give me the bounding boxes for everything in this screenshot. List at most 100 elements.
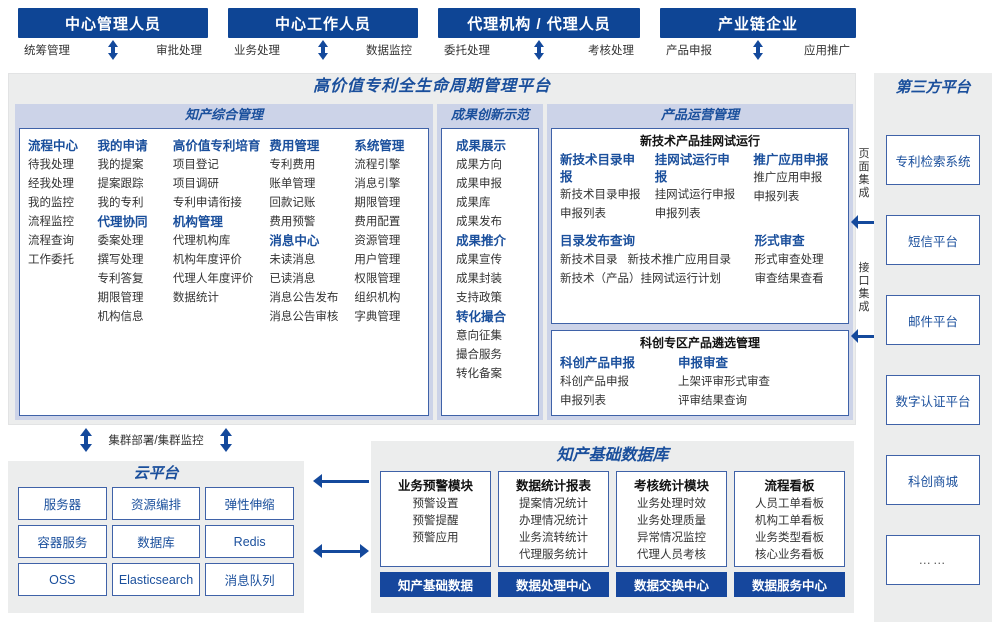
menu-head[interactable]: 系统管理 [354,139,405,153]
menu-item[interactable]: 我的专利 [97,197,144,209]
kdb-footer-button[interactable]: 知产基础数据 [380,572,491,597]
menu-item[interactable]: 挂网试运行申报 [654,189,736,201]
menu-head[interactable]: 转化撮合 [456,310,507,324]
menu-item[interactable]: 转化备案 [456,368,502,380]
menu-item[interactable]: 未读消息 [269,254,316,266]
menu-item[interactable]: 撰写处理 [97,254,144,266]
role-title-0[interactable]: 中心管理人员 [18,8,208,38]
menu-item[interactable]: 经我处理 [28,178,74,190]
menu-item[interactable]: 数据统计 [172,292,219,304]
cloud-service-autoscaling[interactable]: 弹性伸缩 [205,487,294,520]
menu-head[interactable]: 代理协同 [97,215,148,229]
menu-item[interactable]: 支持政策 [456,292,502,304]
cloud-service-database[interactable]: 数据库 [111,525,201,558]
menu-item[interactable]: 费用配置 [354,216,401,228]
menu-head[interactable]: 推广应用申报 [753,153,829,167]
menu-head[interactable]: 科创产品申报 [560,356,636,370]
kdb-item[interactable]: 办理情况统计 [519,515,588,527]
menu-item[interactable]: 意向征集 [456,330,502,342]
cloud-service-oss[interactable]: OSS [18,563,107,596]
menu-item[interactable]: 用户管理 [354,254,401,266]
menu-item[interactable]: 科创产品申报 [560,376,629,388]
menu-item[interactable]: 机构信息 [97,311,144,323]
menu-item[interactable]: 审查结果查看 [754,273,824,285]
kdb-item[interactable]: 预警设置 [412,498,459,510]
menu-head[interactable]: 成果推介 [456,234,507,248]
menu-item[interactable]: 流程监控 [28,216,74,228]
menu-item[interactable]: 专利费用 [269,159,316,171]
menu-head[interactable]: 高价值专利培育 [172,139,261,153]
kdb-item[interactable]: 预警应用 [412,532,459,544]
third-party-item-2[interactable]: 邮件平台 [886,295,980,345]
third-party-item-3[interactable]: 数字认证平台 [886,375,980,425]
kdb-footer-button[interactable]: 数据交换中心 [616,572,727,597]
third-party-item-4[interactable]: 科创商城 [886,455,980,505]
kdb-item[interactable]: 业务处理时效 [637,498,706,510]
menu-head[interactable]: 挂网试运行申报 [654,153,730,184]
menu-head[interactable]: 机构管理 [172,215,223,229]
menu-item[interactable]: 新技术（产品）挂网试运行计划 [560,273,721,285]
menu-head[interactable]: 申报审查 [678,356,729,370]
menu-item[interactable]: 我的监控 [28,197,74,209]
menu-item[interactable]: 形式审查处理 [754,254,824,266]
kdb-footer-button[interactable]: 数据服务中心 [734,572,845,597]
menu-item[interactable]: 申报列表 [560,395,606,407]
menu-item[interactable]: 申报列表 [654,208,701,220]
role-title-2[interactable]: 代理机构 / 代理人员 [438,8,640,38]
kdb-item[interactable]: 核心业务看板 [755,549,824,561]
cloud-service-elasticsearch[interactable]: Elasticsearch [111,563,201,596]
kdb-item[interactable]: 提案情况统计 [519,498,588,510]
kdb-item[interactable]: 人员工单看板 [755,498,824,510]
kdb-item[interactable]: 代理人员考核 [637,549,706,561]
menu-head[interactable]: 目录发布查询 [560,234,636,248]
menu-item[interactable]: 申报列表 [753,191,800,203]
cloud-service-redis[interactable]: Redis [205,525,294,558]
menu-item[interactable]: 期限管理 [354,197,401,209]
menu-item[interactable]: 字典管理 [354,311,401,323]
kdb-item[interactable]: 预警提醒 [412,515,459,527]
menu-item[interactable]: 期限管理 [97,292,144,304]
menu-item[interactable]: 成果库 [456,197,491,209]
menu-item[interactable]: 撮合服务 [456,349,502,361]
kdb-footer-button[interactable]: 数据处理中心 [498,572,609,597]
menu-head[interactable]: 我的申请 [97,139,148,153]
kdb-item[interactable]: 异常情况监控 [637,532,706,544]
menu-head[interactable]: 消息中心 [269,234,320,248]
third-party-item-more[interactable]: …… [886,535,980,585]
menu-item[interactable]: 已读消息 [269,273,316,285]
menu-item[interactable]: 流程引擎 [354,159,401,171]
kdb-item[interactable]: 机构工单看板 [755,515,824,527]
menu-head[interactable]: 形式审查 [754,234,805,248]
cloud-service-container[interactable]: 容器服务 [18,525,107,558]
menu-item[interactable]: 待我处理 [28,159,74,171]
menu-item[interactable]: 权限管理 [354,273,401,285]
menu-head[interactable]: 流程中心 [28,139,79,153]
cloud-service-orchestration[interactable]: 资源编排 [111,487,201,520]
menu-item[interactable]: 成果宣传 [456,254,502,266]
kdb-item[interactable]: 业务流转统计 [519,532,588,544]
menu-item[interactable]: 组织机构 [354,292,401,304]
role-title-3[interactable]: 产业链企业 [660,8,856,38]
menu-item[interactable]: 工作委托 [28,254,74,266]
kdb-item[interactable]: 业务处理质量 [637,515,706,527]
menu-item[interactable]: 消息公告发布 [269,292,339,304]
menu-head[interactable]: 费用管理 [269,139,320,153]
menu-item[interactable]: 委案处理 [97,235,144,247]
menu-item[interactable]: 费用预警 [269,216,316,228]
menu-item[interactable]: 提案跟踪 [97,178,144,190]
menu-head[interactable]: 成果展示 [456,139,507,153]
third-party-item-0[interactable]: 专利检索系统 [886,135,980,185]
kdb-item[interactable]: 业务类型看板 [755,532,824,544]
menu-item[interactable]: 成果申报 [456,178,502,190]
menu-item[interactable]: 项目调研 [172,178,219,190]
cloud-service-mq[interactable]: 消息队列 [205,563,294,596]
menu-item[interactable]: 专利申请衔接 [172,197,242,209]
menu-item[interactable]: 流程查询 [28,235,74,247]
menu-item[interactable]: 代理人年度评价 [172,273,254,285]
menu-item[interactable]: 项目登记 [172,159,219,171]
menu-item[interactable]: 消息公告审核 [269,311,339,323]
menu-item[interactable]: 新技术推广应用目录 [627,254,732,266]
menu-item[interactable]: 机构年度评价 [172,254,242,266]
role-title-1[interactable]: 中心工作人员 [228,8,418,38]
menu-head[interactable]: 新技术目录申报 [560,153,636,184]
